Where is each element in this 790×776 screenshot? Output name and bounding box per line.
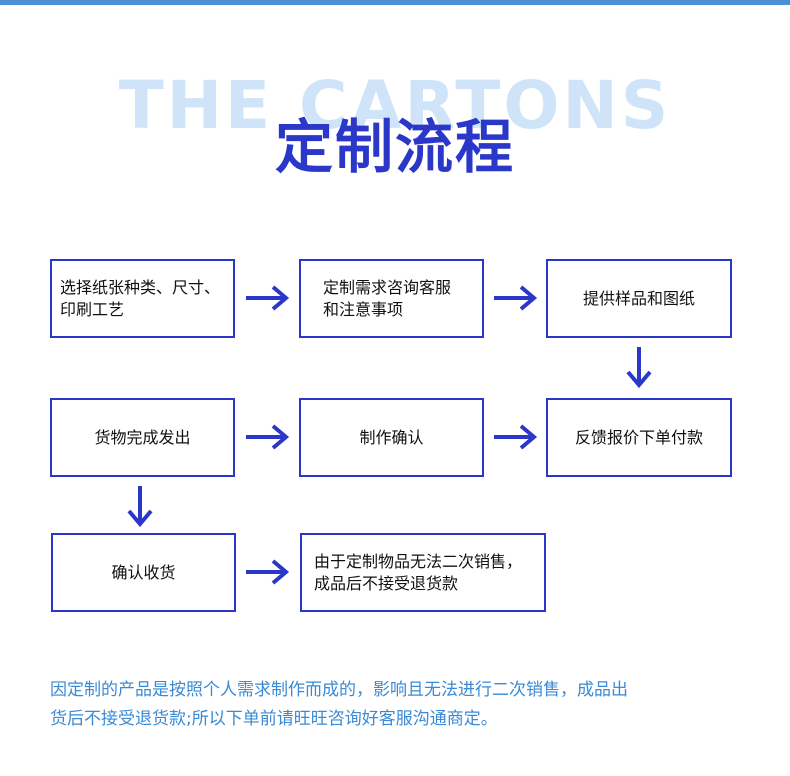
arrow-right-icon <box>246 424 290 450</box>
step-confirm-production: 制作确认 <box>299 398 484 477</box>
arrow-right-icon <box>246 559 290 585</box>
step-ship-goods: 货物完成发出 <box>50 398 235 477</box>
step-text-line: 由于定制物品无法二次销售， <box>314 551 523 571</box>
step-select-paper: 选择纸张种类、尺寸、 印刷工艺 <box>50 259 235 338</box>
step-provide-samples: 提供样品和图纸 <box>546 259 732 338</box>
step-quote-payment: 反馈报价下单付款 <box>546 398 732 477</box>
step-no-returns-notice: 由于定制物品无法二次销售， 成品后不接受退货款 <box>300 533 546 612</box>
background-watermark-title: THE CARTONS <box>118 67 672 144</box>
step-text-line: 提供样品和图纸 <box>582 288 695 308</box>
step-consult-service: 定制需求咨询客服 和注意事项 <box>299 259 484 338</box>
step-confirm-receipt: 确认收货 <box>51 533 236 612</box>
step-text-line: 制作确认 <box>359 427 424 447</box>
step-text-line: 成品后不接受退货款 <box>314 573 459 593</box>
arrow-down-icon <box>626 347 652 389</box>
step-text-line: 定制需求咨询客服 <box>323 277 452 297</box>
notice-line: 因定制的产品是按照个人需求制作而成的，影响且无法进行二次销售，成品出 <box>50 680 628 700</box>
arrow-right-icon <box>494 285 538 311</box>
arrow-right-icon <box>246 285 290 311</box>
notice-line: 货后不接受退货款;所以下单前请旺旺咨询好客服沟通商定。 <box>50 709 498 729</box>
custom-order-notice: 因定制的产品是按照个人需求制作而成的，影响且无法进行二次销售，成品出 货后不接受… <box>50 676 750 734</box>
arrow-right-icon <box>494 424 538 450</box>
step-text-line: 印刷工艺 <box>60 299 125 319</box>
top-accent-bar <box>0 0 790 5</box>
step-text-line: 货物完成发出 <box>94 427 191 447</box>
step-text-line: 和注意事项 <box>323 299 404 319</box>
step-text-line: 反馈报价下单付款 <box>574 427 703 447</box>
step-text-line: 确认收货 <box>111 562 176 582</box>
step-text-line: 选择纸张种类、尺寸、 <box>60 277 221 297</box>
page-title: 定制流程 <box>274 113 515 181</box>
arrow-down-icon <box>127 486 153 528</box>
